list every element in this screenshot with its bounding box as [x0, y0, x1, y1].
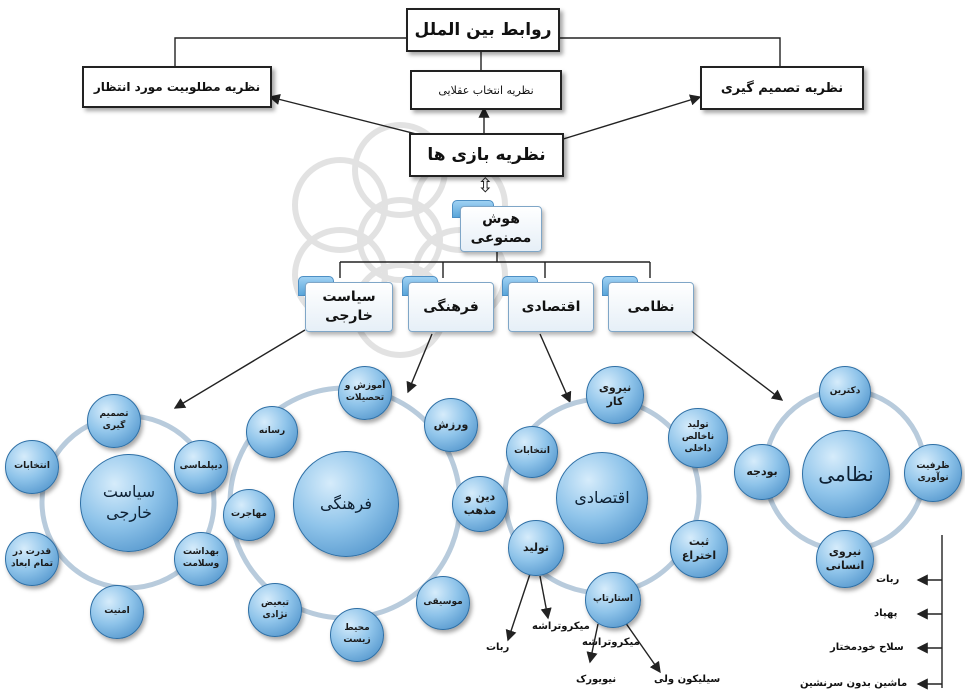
- bidirectional-arrow-icon: ⇳: [477, 173, 494, 197]
- military-hub: نظامی: [802, 430, 890, 518]
- node-gdp-line2: ناخالص: [681, 432, 715, 443]
- node-workforce-line2: کار: [606, 395, 624, 408]
- node-gdp-line1: تولید: [687, 420, 709, 431]
- node-media-label: رسانه: [258, 426, 286, 437]
- node-innovation-line1: ظرفیت: [916, 461, 950, 472]
- military-output-autonomous-weapon: سلاح خودمختار: [830, 642, 904, 653]
- node-elections-foreign: انتخابات: [5, 440, 59, 494]
- node-migration-label: مهاجرت: [230, 509, 268, 520]
- node-elections-economic-label: انتخابات: [514, 446, 550, 457]
- game-theory-box: نظریه بازی ها: [409, 133, 564, 177]
- page-title: روابط بین الملل: [406, 8, 560, 52]
- node-security-label: امنیت: [104, 606, 130, 617]
- node-health: بهداشت وسلامت: [174, 532, 228, 586]
- node-environment-line1: محیط: [344, 623, 370, 634]
- foreign-policy-line2: خارجی: [325, 308, 373, 324]
- expected-utility-theory-box: نظریه مطلوبیت مورد انتظار: [82, 66, 272, 108]
- node-doctrine: دکترین: [819, 366, 871, 418]
- node-decision-making: تصمیم گیری: [87, 394, 141, 448]
- node-patent-line1: ثبت: [688, 534, 710, 548]
- military-box: نظامی: [608, 282, 694, 332]
- node-patent: ثبت اختراع: [670, 520, 728, 578]
- node-gdp: تولید ناخالص داخلی: [668, 408, 728, 468]
- node-startup: استارتاپ: [585, 572, 641, 628]
- node-music: موسیقی: [416, 576, 470, 630]
- node-production: تولید: [508, 520, 564, 576]
- cultural-hub: فرهنگی: [293, 451, 399, 557]
- cultural-box: فرهنگی: [408, 282, 494, 332]
- startup-output-silicon-valley: سیلیکون ولی: [654, 674, 721, 685]
- node-budget-label: بودجه: [746, 464, 778, 478]
- node-elections-foreign-label: انتخابات: [14, 461, 50, 472]
- economic-box: اقتصادی: [508, 282, 594, 332]
- node-religion-line2: مذهب: [463, 504, 497, 517]
- node-health-line2: وسلامت: [182, 559, 220, 569]
- foreign-policy-line1: سیاست: [322, 289, 376, 306]
- node-education-line1: آموزش و: [344, 381, 386, 392]
- node-manpower: نیروی انسانی: [816, 530, 874, 588]
- ai-box: هوش مصنوعی: [460, 206, 542, 252]
- economic-hub: اقتصادی: [556, 452, 648, 544]
- node-sport: ورزش: [424, 398, 478, 452]
- node-patent-line2: اختراع: [681, 549, 717, 562]
- foreign-policy-hub: سیاست خارجی: [80, 454, 178, 552]
- node-startup-label: استارتاپ: [593, 594, 633, 605]
- foreign-hub-line2: خارجی: [106, 503, 152, 522]
- node-discrimination: تبعیض نژادی: [248, 583, 302, 637]
- node-discrimination-line1: تبعیض: [260, 598, 290, 609]
- node-manpower-line1: نیروی: [828, 544, 862, 558]
- military-output-unmanned-vehicle: ماشین بدون سرنشین: [800, 678, 908, 689]
- node-innovation: ظرفیت نوآوری: [904, 444, 962, 502]
- node-media: رسانه: [246, 406, 298, 458]
- node-religion: دین و مذهب: [452, 476, 508, 532]
- military-hub-label: نظامی: [818, 462, 874, 486]
- node-music-label: موسیقی: [423, 597, 463, 608]
- node-sport-label: ورزش: [433, 417, 469, 431]
- node-decision-line1: تصمیم: [99, 409, 129, 420]
- production-output-robot: ربات: [486, 642, 510, 653]
- node-diplomacy-label: دیپلماسی: [179, 461, 223, 472]
- foreign-policy-box: سیاست خارجی: [305, 282, 393, 332]
- node-education-line2: تحصیلات: [345, 393, 385, 403]
- node-health-line1: بهداشت: [183, 547, 219, 558]
- node-manpower-line2: انسانی: [825, 559, 865, 572]
- startup-output-new-york: نیویورک: [576, 674, 617, 685]
- node-environment-line2: زیست: [343, 635, 371, 645]
- node-decision-line2: گیری: [102, 421, 126, 431]
- economic-hub-label: اقتصادی: [574, 487, 630, 507]
- rational-choice-theory-box: نظریه انتخاب عقلایی: [410, 70, 562, 110]
- ai-line1: هوش: [482, 211, 520, 228]
- node-discrimination-line2: نژادی: [262, 610, 288, 620]
- node-power: قدرت در تمام ابعاد: [5, 532, 59, 586]
- node-workforce-line1: نیروی: [598, 380, 632, 394]
- military-output-robot: ربات: [876, 574, 900, 585]
- node-migration: مهاجرت: [223, 489, 275, 541]
- ai-line2: مصنوعی: [470, 230, 532, 246]
- node-workforce: نیروی کار: [586, 366, 644, 424]
- node-gdp-line3: داخلی: [684, 443, 712, 454]
- node-budget: بودجه: [734, 444, 790, 500]
- node-religion-line1: دین و: [464, 489, 496, 503]
- node-doctrine-label: دکترین: [829, 386, 861, 397]
- node-power-line2: تمام ابعاد: [10, 559, 54, 569]
- cultural-hub-label: فرهنگی: [320, 493, 372, 513]
- production-output-microchip: میکروتراشه: [532, 621, 590, 632]
- node-education: آموزش و تحصیلات: [338, 366, 392, 420]
- node-innovation-line2: نوآوری: [917, 473, 949, 483]
- node-production-label: تولید: [523, 540, 550, 554]
- node-security: امنیت: [90, 585, 144, 639]
- startup-output-microchip: میکروتراشه: [582, 637, 640, 648]
- node-elections-economic: انتخابات: [506, 426, 558, 478]
- decision-theory-box: نظریه تصمیم گیری: [700, 66, 864, 110]
- node-diplomacy: دیپلماسی: [174, 440, 228, 494]
- node-environment: محیط زیست: [330, 608, 384, 662]
- military-output-drone: پهپاد: [874, 608, 898, 619]
- foreign-hub-line1: سیاست: [102, 482, 156, 502]
- node-power-line1: قدرت در: [12, 547, 52, 558]
